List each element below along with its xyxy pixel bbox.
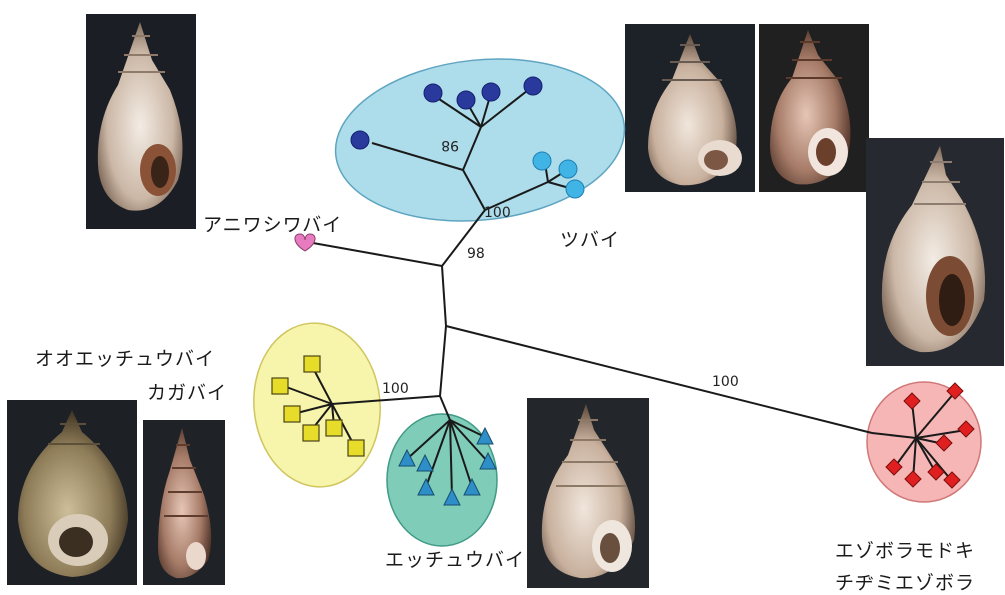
label-aniwashiwabai: アニワシワバイ — [203, 210, 342, 237]
bootstrap-red-clade: 100 — [712, 374, 739, 390]
shell-photo-ecchuubai — [527, 398, 649, 588]
label-ooecchuubai: オオエッチュウバイ — [35, 344, 215, 371]
shell-photo-aniwashiwabai — [86, 14, 196, 229]
shell-photo-tsubai-2 — [759, 24, 869, 192]
cluster-yellow — [247, 318, 387, 492]
label-kagabai: カガバイ — [147, 378, 227, 405]
shell-photo-tsubai-3 — [866, 138, 1004, 366]
shell-photo-tsubai-1 — [625, 24, 755, 192]
cluster-tsubai — [327, 45, 632, 234]
cluster-red — [867, 382, 981, 502]
bootstrap-yellow-blue: 100 — [382, 381, 409, 397]
bootstrap-tsubai-stem: 98 — [467, 246, 485, 262]
shell-photo-ooecchuubai — [7, 400, 137, 585]
shell-photo-kagabai — [143, 420, 225, 585]
label-tsubai: ツバイ — [560, 225, 620, 252]
bootstrap-tsubai-inner: 98 — [441, 137, 459, 153]
label-chijimiezobora: チヂミエゾボラ — [835, 568, 975, 595]
label-ezoboramodoki: エゾボラモドキ — [835, 536, 975, 563]
label-ecchuubai: エッチュウバイ — [385, 545, 525, 572]
bootstrap-tsubai-inner2: 100 — [484, 205, 511, 221]
